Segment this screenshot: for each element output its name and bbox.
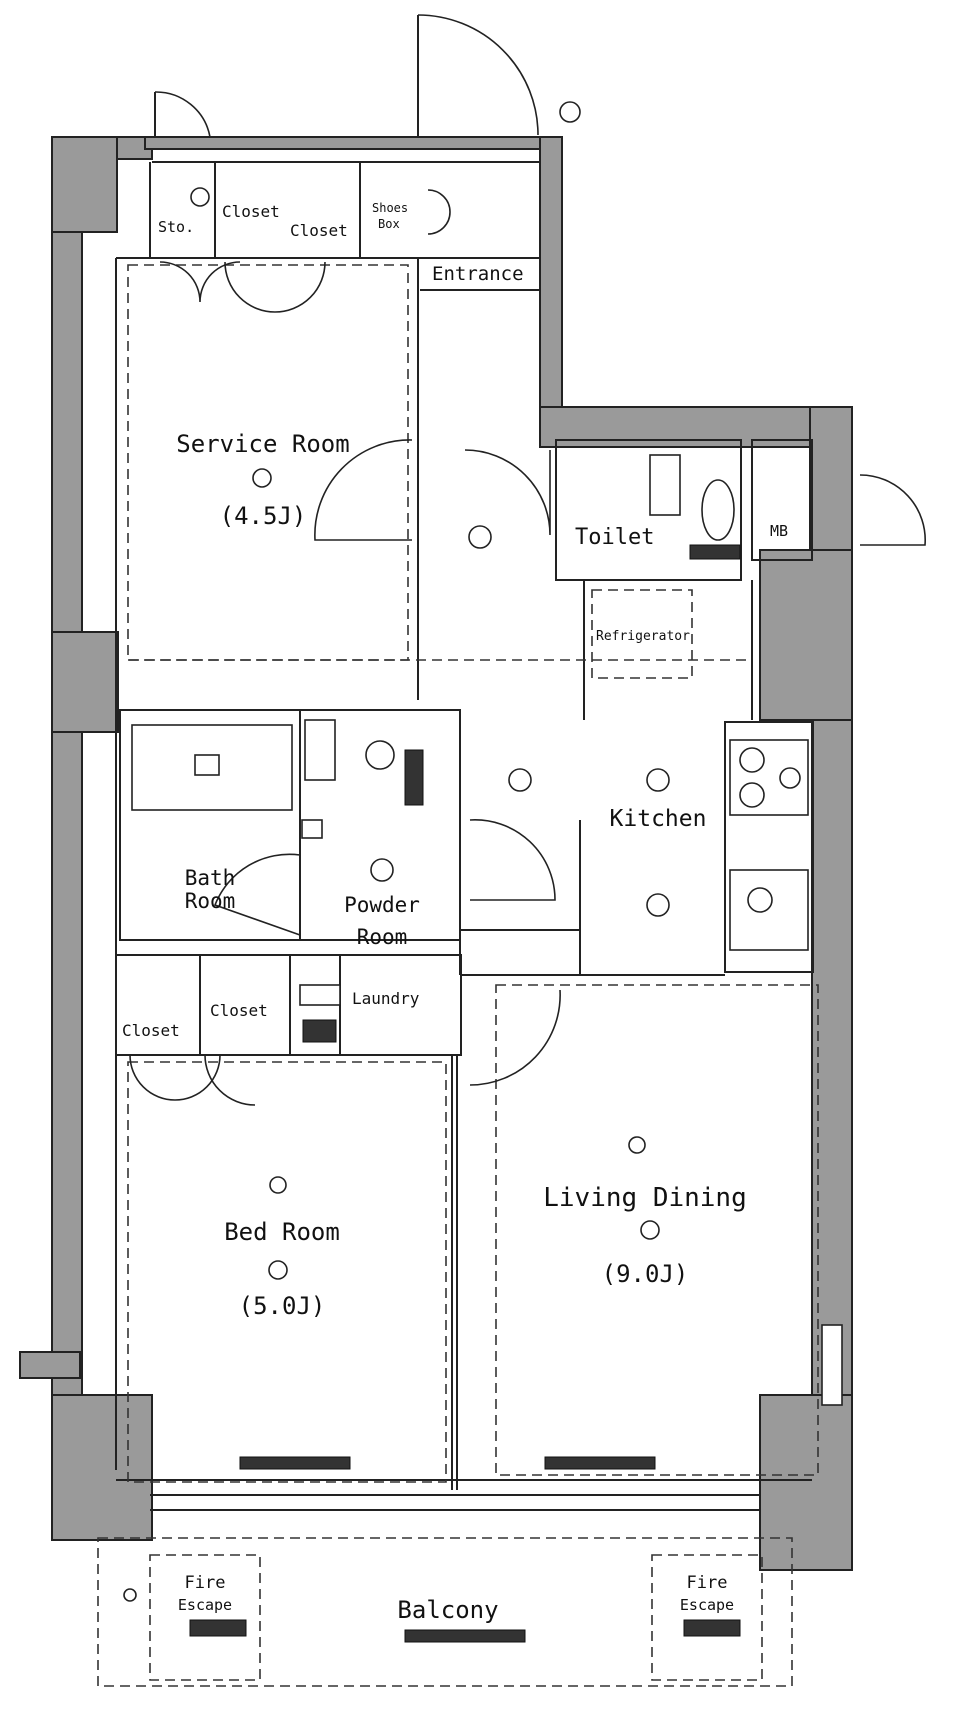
laundry-label: Laundry bbox=[352, 989, 420, 1008]
refrigerator-label: Refrigerator bbox=[596, 629, 690, 644]
powder-room-label-1: Powder bbox=[344, 893, 420, 917]
closet-label-1: Closet bbox=[222, 202, 280, 221]
fire-escape-right-label-2: Escape bbox=[680, 1596, 734, 1614]
powder-room-label-2: Room bbox=[357, 925, 408, 949]
closet-label-3: Closet bbox=[122, 1021, 180, 1040]
exterior-walls bbox=[19, 136, 853, 1571]
dashed-boundaries bbox=[97, 264, 819, 1687]
fixtures bbox=[131, 454, 843, 1643]
sliding-door-track-bed bbox=[239, 1456, 351, 1470]
sliding-door-track-living bbox=[544, 1456, 656, 1470]
toilet-tank bbox=[649, 454, 681, 516]
bath-room-label-1: Bath bbox=[185, 866, 236, 890]
closet-label-4: Closet bbox=[210, 1001, 268, 1020]
balcony-track bbox=[404, 1629, 526, 1643]
service-room-name: Service Room bbox=[176, 430, 349, 458]
storage-label: Sto. bbox=[158, 218, 194, 236]
interior-walls bbox=[115, 161, 814, 1511]
light-fixtures bbox=[123, 101, 670, 1602]
bath-room-label-2: Room bbox=[185, 889, 236, 913]
fire-escape-left-label-1: Fire bbox=[185, 1573, 226, 1593]
entrance-label: Entrance bbox=[432, 263, 524, 285]
fire-escape-left-label-2: Escape bbox=[178, 1596, 232, 1614]
service-room-size: (4.5J) bbox=[220, 502, 307, 530]
window-frame bbox=[821, 1324, 843, 1406]
shoe-box-label-1: Shoes bbox=[372, 201, 408, 215]
shoe-box-label-2: Box bbox=[378, 217, 400, 231]
balcony-label: Balcony bbox=[397, 1596, 498, 1624]
washbasin-counter bbox=[304, 719, 336, 781]
living-dining-size: (9.0J) bbox=[602, 1260, 689, 1288]
kitchen-label: Kitchen bbox=[610, 806, 707, 832]
bed-room-name: Bed Room bbox=[224, 1218, 340, 1246]
door-swings bbox=[129, 14, 926, 1106]
fire-escape-right-label-1: Fire bbox=[687, 1573, 728, 1593]
kitchen-sink bbox=[729, 869, 809, 951]
living-dining-name: Living Dining bbox=[543, 1183, 747, 1213]
mb-label: MB bbox=[770, 522, 788, 540]
toilet-bowl bbox=[701, 479, 735, 541]
bed-room-size: (5.0J) bbox=[239, 1292, 326, 1320]
toilet-label: Toilet bbox=[575, 525, 654, 550]
room-labels: Sto. Closet Closet Shoes Box Entrance Se… bbox=[122, 201, 788, 1624]
closet-label-2: Closet bbox=[290, 221, 348, 240]
washer-slot bbox=[299, 984, 341, 1006]
